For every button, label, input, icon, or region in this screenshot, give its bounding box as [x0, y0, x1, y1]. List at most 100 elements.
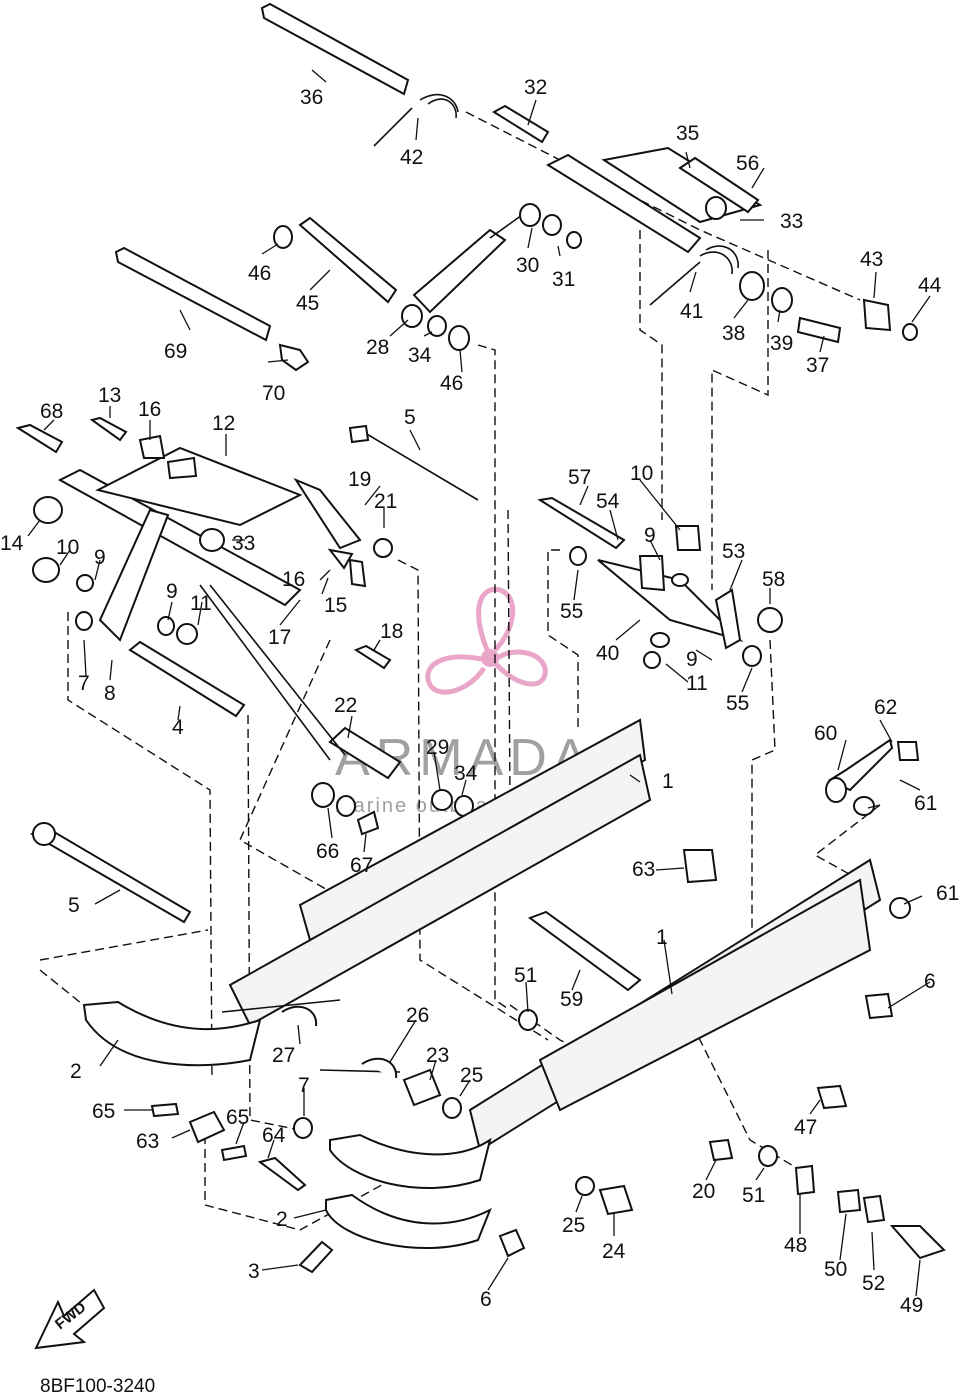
callout: 7 — [298, 1074, 310, 1097]
front-arm-assembly — [15, 416, 479, 718]
callout: 39 — [770, 332, 793, 355]
callout: 59 — [560, 988, 583, 1011]
callout: 5 — [404, 406, 416, 429]
callout: 61 — [914, 792, 937, 815]
callout: 43 — [860, 248, 883, 271]
callout: 53 — [722, 540, 745, 563]
callout: 6 — [924, 970, 936, 993]
callout: 58 — [762, 568, 785, 591]
callout: 38 — [722, 322, 745, 345]
callout: 25 — [460, 1064, 483, 1087]
callout: 55 — [560, 600, 583, 623]
callout: 30 — [516, 254, 539, 277]
callout: 13 — [98, 384, 121, 407]
callout: 21 — [374, 490, 397, 513]
callout-labels: 1 1 2 2 3 4 5 5 6 6 7 7 8 9 9 9 9 10 10 … — [0, 76, 959, 1317]
right-fittings — [537, 496, 920, 919]
callout: 27 — [272, 1044, 295, 1067]
callout: 41 — [680, 300, 703, 323]
callout: 62 — [874, 696, 897, 719]
callout: 64 — [262, 1124, 286, 1147]
callout: 42 — [400, 146, 423, 169]
callout: 1 — [656, 926, 668, 949]
callout: 68 — [40, 400, 63, 423]
callout: 31 — [552, 268, 575, 291]
callout: 28 — [366, 336, 389, 359]
callout: 8 — [104, 682, 116, 705]
callout: 14 — [0, 532, 24, 555]
callout: 47 — [794, 1116, 817, 1139]
callout: 36 — [300, 86, 323, 109]
rear-arm-frame — [545, 146, 918, 344]
callout: 2 — [70, 1060, 82, 1083]
callout: 22 — [334, 694, 357, 717]
callout: 54 — [596, 490, 620, 513]
callout: 66 — [316, 840, 339, 863]
leader-lines — [27, 69, 931, 1297]
callout: 4 — [172, 716, 184, 739]
callout: 45 — [296, 292, 319, 315]
callout: 57 — [568, 466, 591, 489]
callout: 9 — [166, 580, 178, 603]
callout: 49 — [900, 1294, 923, 1317]
callout: 2 — [276, 1208, 288, 1231]
callout: 33 — [232, 532, 255, 555]
propeller-logo — [425, 586, 548, 695]
callout: 9 — [644, 524, 656, 547]
callout: 10 — [56, 536, 79, 559]
callout: 19 — [348, 468, 371, 491]
callout: 24 — [602, 1240, 626, 1263]
callout: 1 — [662, 770, 674, 793]
callout: 46 — [248, 262, 271, 285]
callout: 37 — [806, 354, 829, 377]
callout: 55 — [726, 692, 749, 715]
callout: 67 — [350, 854, 373, 877]
callout: 70 — [262, 382, 285, 405]
callout: 34 — [454, 762, 478, 785]
callout: 65 — [226, 1106, 249, 1129]
callout: 3 — [248, 1260, 260, 1283]
callout: 33 — [780, 210, 803, 233]
callout: 69 — [164, 340, 187, 363]
callout: 48 — [784, 1234, 807, 1257]
callout: 61 — [936, 882, 959, 905]
center-parts — [199, 584, 474, 836]
callout: 51 — [742, 1184, 765, 1207]
callout: 9 — [686, 648, 698, 671]
callout: 11 — [686, 672, 708, 695]
callout: 63 — [632, 858, 655, 881]
callout: 5 — [68, 894, 80, 917]
fwd-arrow: FWD — [34, 1288, 106, 1350]
callout: 35 — [676, 122, 699, 145]
callout: 20 — [692, 1180, 715, 1203]
callout: 63 — [136, 1130, 159, 1153]
callout: 10 — [630, 462, 653, 485]
callout: 9 — [94, 546, 106, 569]
callout: 12 — [212, 412, 235, 435]
callout: 17 — [268, 626, 291, 649]
callout: 51 — [514, 964, 537, 987]
callout: 23 — [426, 1044, 449, 1067]
callout: 60 — [814, 722, 837, 745]
callout: 34 — [408, 344, 432, 367]
callout: 44 — [918, 274, 942, 297]
assembly-guides — [39, 111, 881, 1231]
callout: 15 — [324, 594, 347, 617]
callout: 26 — [406, 1004, 429, 1027]
callout: 32 — [524, 76, 547, 99]
callout: 18 — [380, 620, 403, 643]
callout: 52 — [862, 1272, 885, 1295]
upper-shafts — [114, 2, 739, 372]
callout: 40 — [596, 642, 619, 665]
callout: 29 — [426, 736, 449, 759]
diagram-code: 8BF100-3240 — [40, 1376, 155, 1397]
callout: 65 — [92, 1100, 115, 1123]
callout: 6 — [480, 1288, 492, 1311]
callout: 11 — [190, 592, 212, 615]
callout: 56 — [736, 152, 759, 175]
rail-assembly — [30, 718, 946, 1274]
callout: 7 — [78, 672, 90, 695]
callout: 25 — [562, 1214, 585, 1237]
